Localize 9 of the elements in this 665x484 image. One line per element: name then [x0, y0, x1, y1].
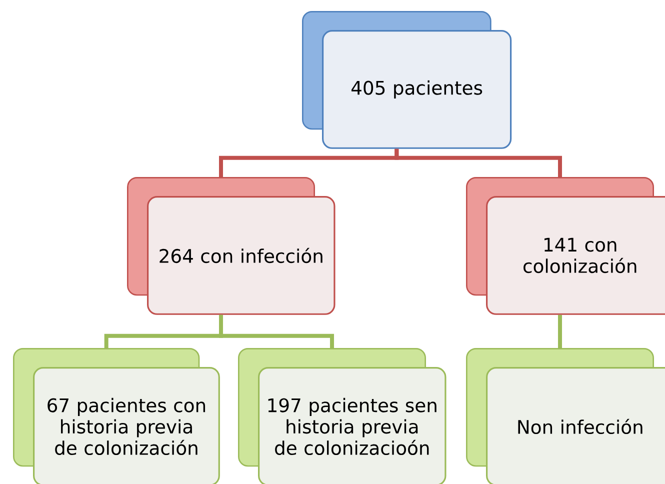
connector-line — [394, 148, 562, 177]
connector-line — [219, 314, 334, 348]
process-box: 67 pacientes con historia previa de colonización — [13, 348, 220, 484]
process-box: 405 pacientes — [302, 11, 512, 149]
process-box: 141 con colonización — [466, 177, 665, 315]
process-box: 197 pacientes sen historia previa de colonizacioón — [238, 348, 446, 484]
connector-line — [558, 314, 562, 348]
process-box: 264 con infección — [127, 177, 336, 315]
process-box: Non infección — [466, 348, 665, 484]
